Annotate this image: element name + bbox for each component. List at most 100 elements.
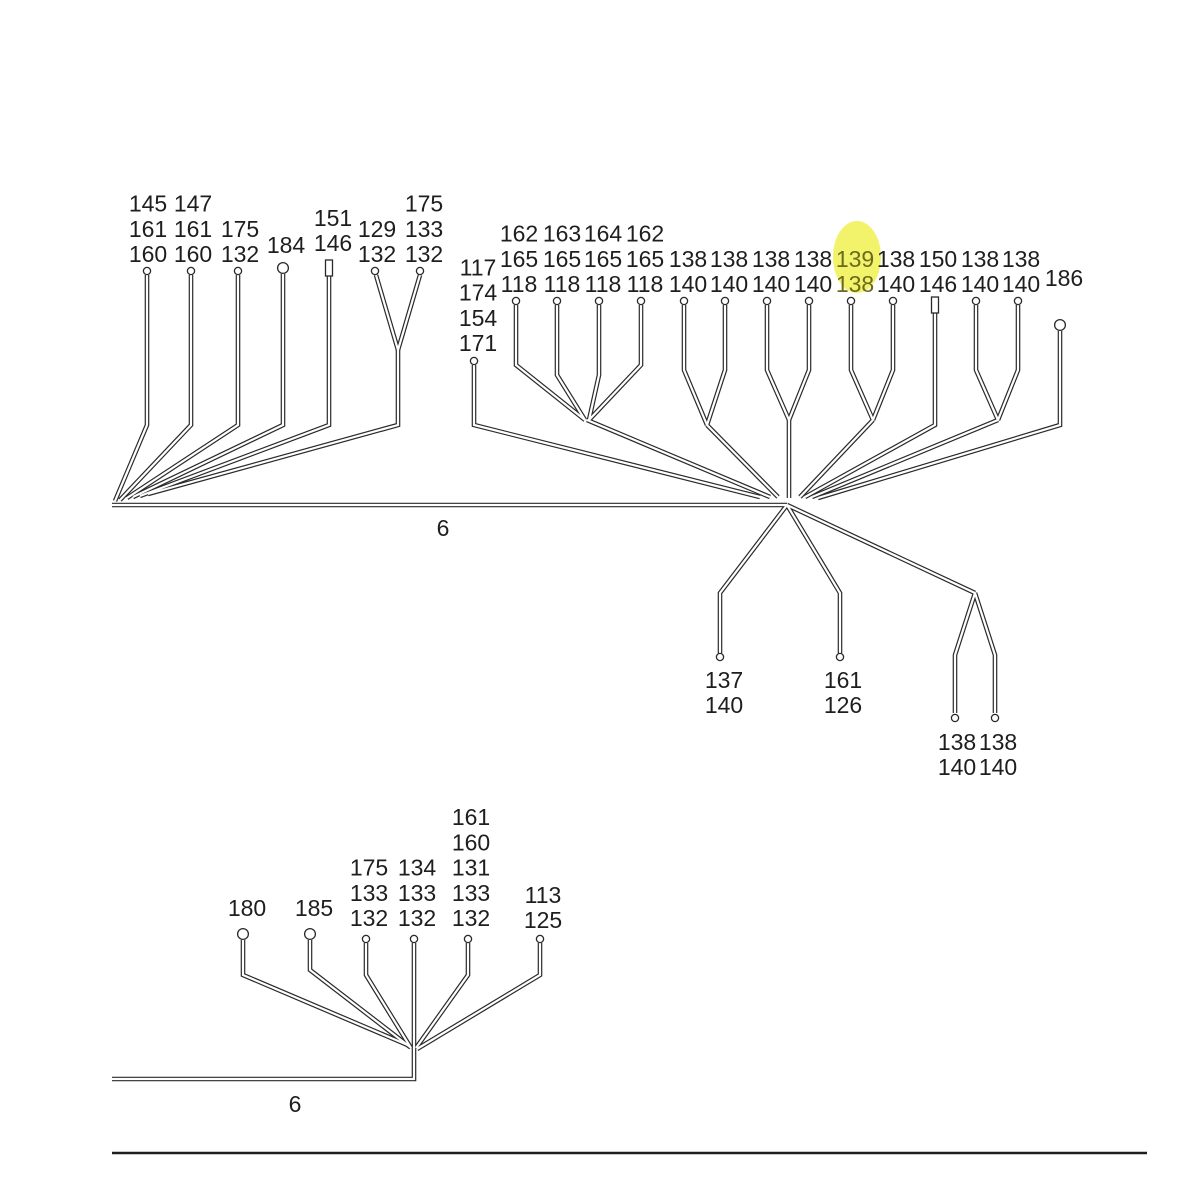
connector-label-line: 138 xyxy=(710,246,748,272)
wire xyxy=(870,305,896,421)
connector-label-line: 118 xyxy=(501,271,538,297)
connector-label-line: 138 xyxy=(938,729,976,755)
connector-label-line: 132 xyxy=(398,905,436,931)
connector-label-line: 138 xyxy=(1002,246,1040,272)
connector-label-line: 151 xyxy=(314,205,352,231)
small-terminal-icon xyxy=(469,356,479,366)
small-terminal-icon xyxy=(535,934,545,944)
connector-label-line: 138 xyxy=(752,246,790,272)
small-terminal-icon xyxy=(835,652,845,662)
wire-core xyxy=(817,331,1062,500)
connector-label-line: 140 xyxy=(1002,271,1040,297)
small-terminal-icon xyxy=(971,296,981,306)
connector-label-line: 138 xyxy=(669,246,707,272)
connector-label-line: 133 xyxy=(452,880,490,906)
connector-label-line: 160 xyxy=(129,241,167,267)
wire xyxy=(112,275,150,502)
wire xyxy=(995,305,1021,421)
connector-label-line: 180 xyxy=(228,895,266,921)
wire-core xyxy=(718,504,788,653)
wire-core xyxy=(119,275,193,501)
connector-label-line: 132 xyxy=(405,241,443,267)
wire-core xyxy=(396,274,422,351)
connector-label-line: 140 xyxy=(710,271,748,297)
connector: 186 xyxy=(1045,265,1083,291)
small-terminal-icon xyxy=(415,266,425,276)
square-terminal-icon xyxy=(324,259,334,277)
connector-label-line: 174 xyxy=(459,280,498,306)
connector-label-line: 139 xyxy=(836,246,874,272)
connector-label-line: 145 xyxy=(129,191,167,217)
connector-label-line: 161 xyxy=(452,804,490,830)
connector-label-line: 140 xyxy=(752,271,790,297)
small-terminal-icon xyxy=(950,713,960,723)
small-terminal-icon xyxy=(511,296,521,306)
connector-label-line: 125 xyxy=(524,907,562,933)
connector-label-line: 160 xyxy=(452,829,490,855)
small-terminal-icon xyxy=(846,296,856,306)
connector-label-line: 118 xyxy=(585,271,622,297)
wire xyxy=(586,305,602,421)
connector-label-line: 118 xyxy=(544,271,581,297)
connector-label-line: 146 xyxy=(314,230,352,256)
top-trunk-label: 6 xyxy=(437,515,450,541)
connector-label-line: 132 xyxy=(452,905,490,931)
wire-core xyxy=(555,305,586,421)
connector-label-line: 161 xyxy=(824,667,862,693)
small-terminal-icon xyxy=(636,296,646,306)
connector: 180 xyxy=(228,895,266,921)
wire xyxy=(139,276,332,499)
connector-label-line: 140 xyxy=(794,271,832,297)
wire xyxy=(817,331,1063,501)
connector-label-line: 165 xyxy=(584,246,622,272)
small-terminal-icon xyxy=(186,266,196,276)
connector-label-line: 132 xyxy=(350,905,388,931)
connector: 184 xyxy=(267,232,306,258)
connector-label-line: 140 xyxy=(877,271,915,297)
round-terminal-icon xyxy=(276,261,290,275)
connector-label-line: 140 xyxy=(938,754,976,780)
connector-label-line: 129 xyxy=(358,216,396,242)
connector-label-line: 126 xyxy=(824,692,862,718)
wire-core xyxy=(416,943,542,1050)
wire-core xyxy=(415,943,470,1049)
wire-core xyxy=(132,274,285,498)
small-terminal-icon xyxy=(409,934,419,944)
connector-label-line: 154 xyxy=(459,305,498,331)
connector-label-line: 132 xyxy=(358,241,396,267)
connector-label-line: 132 xyxy=(221,241,259,267)
wire-core xyxy=(113,275,149,502)
small-terminal-icon xyxy=(762,296,772,306)
connector-label-line: 184 xyxy=(267,232,306,258)
wire xyxy=(786,305,812,421)
wire xyxy=(952,592,978,713)
wire-outlines xyxy=(112,274,1063,1082)
wire-core xyxy=(804,313,937,498)
connector-label-line: 138 xyxy=(961,246,999,272)
small-terminal-icon xyxy=(370,266,380,276)
wire-core xyxy=(112,1048,416,1081)
wire-core xyxy=(953,592,977,713)
wire-core xyxy=(974,305,1000,421)
connector-label-line: 140 xyxy=(705,692,743,718)
small-terminal-icon xyxy=(463,934,473,944)
connector-label-line: 140 xyxy=(979,754,1017,780)
connector-label-line: 171 xyxy=(459,330,497,356)
small-terminal-icon xyxy=(715,652,725,662)
